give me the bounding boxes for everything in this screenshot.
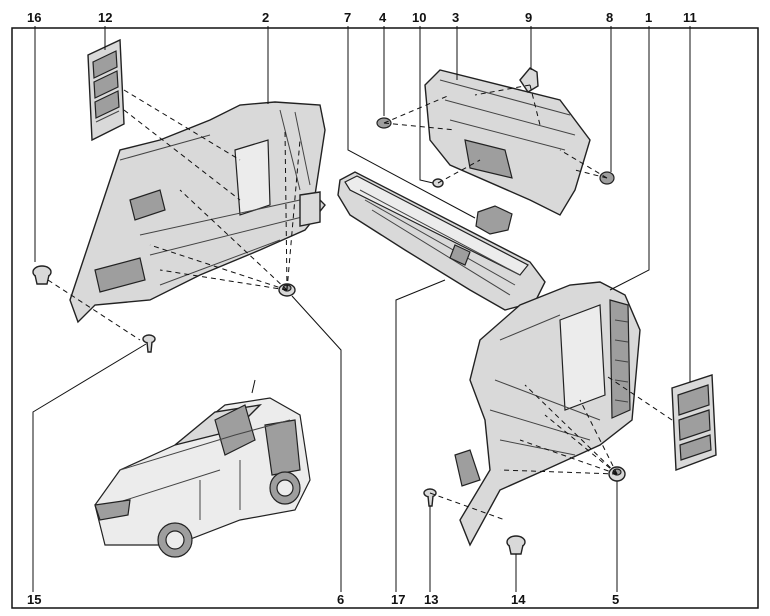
assembly-dashed-lines: [47, 84, 673, 521]
callout-17: 17: [391, 592, 405, 607]
callout-10: 10: [412, 10, 426, 25]
callout-3: 3: [452, 10, 459, 25]
callout-11: 11: [683, 10, 697, 25]
part-12-left-vent-grille: [87, 38, 125, 142]
part-9-hook: [519, 67, 539, 93]
part-1-right-side-trim: [454, 281, 641, 547]
part-3-upper-panel: [424, 69, 591, 216]
vehicle-location-illustration: [94, 397, 311, 558]
callout-7: 7: [344, 10, 351, 25]
part-11-right-vent-grille: [671, 374, 717, 471]
callout-15: 15: [27, 592, 41, 607]
callout-9: 9: [525, 10, 532, 25]
part-17-sill-trim: [337, 171, 546, 311]
callout-16: 16: [27, 10, 41, 25]
callout-6: 6: [337, 592, 344, 607]
callout-12: 12: [98, 10, 112, 25]
callout-4: 4: [379, 10, 387, 25]
callout-8: 8: [606, 10, 613, 25]
callout-13: 13: [424, 592, 438, 607]
callout-2: 2: [262, 10, 269, 25]
part-14-clip: [506, 535, 526, 555]
diagram-frame: [11, 27, 759, 609]
part-15-screw: [142, 334, 156, 353]
part-16-clip: [32, 265, 52, 285]
callout-labels: 16 12 2 7 4 10 3 9 8 1 11 15 6 17 13 14 …: [27, 10, 697, 607]
leader-lines: [32, 26, 691, 592]
part-13-screw: [423, 488, 437, 507]
callout-1: 1: [645, 10, 652, 25]
part-7-bracket: [475, 205, 513, 235]
callout-14: 14: [511, 592, 526, 607]
part-2-left-side-trim: [69, 101, 326, 324]
callout-5: 5: [612, 592, 619, 607]
